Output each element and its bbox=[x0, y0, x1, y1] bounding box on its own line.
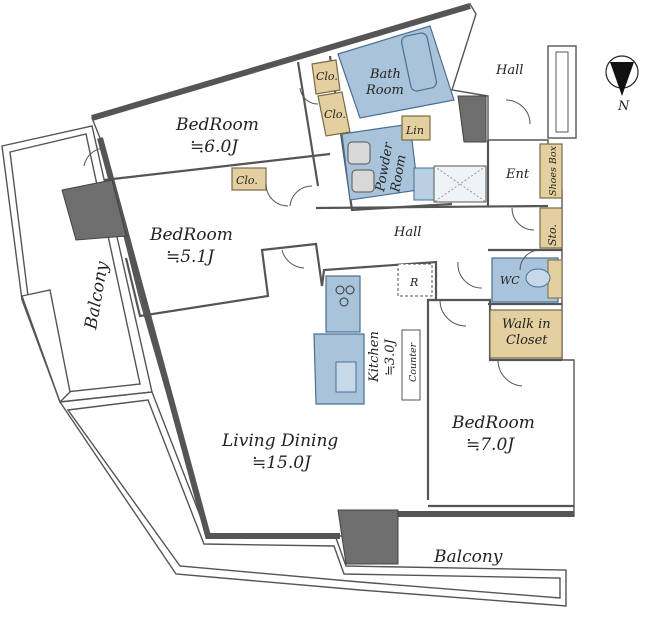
walk-in-closet-line1: Walk in bbox=[502, 317, 551, 332]
bedroom-3-size: ≒7.0J bbox=[466, 435, 515, 455]
hall-north-label: Hall bbox=[495, 63, 523, 78]
bedroom-1-name: BedRoom bbox=[175, 115, 259, 135]
shoes-box-label: Shoes Box bbox=[548, 145, 559, 196]
entrance-floor bbox=[433, 165, 487, 203]
doors bbox=[83, 87, 541, 387]
bedroom-1-size: ≒6.0J bbox=[190, 137, 239, 157]
fridge-label: R bbox=[409, 276, 418, 289]
east-storage bbox=[547, 45, 577, 139]
bath-label-line2: Room bbox=[365, 83, 404, 98]
compass: N bbox=[605, 55, 639, 114]
closet-1-label: Clo. bbox=[316, 70, 338, 83]
kitchen-name: Kitchen bbox=[367, 331, 382, 383]
hall-center-label: Hall bbox=[393, 225, 421, 240]
pillars bbox=[61, 95, 487, 565]
compass-north-label: N bbox=[617, 99, 630, 114]
powder-label-line2: Room bbox=[388, 154, 410, 195]
walk-in-closet-line2: Closet bbox=[506, 333, 548, 348]
living-dining-name: Living Dining bbox=[221, 431, 338, 451]
bedroom-2-size: ≒5.1J bbox=[166, 247, 215, 267]
closet-3-label: Clo. bbox=[236, 174, 258, 187]
bedroom-2-name: BedRoom bbox=[149, 225, 233, 245]
closet-2-label: Clo. bbox=[324, 108, 346, 121]
kitchen-counter bbox=[313, 263, 433, 405]
entrance-label: Ent bbox=[505, 167, 530, 182]
balcony-south-label: Balcony bbox=[433, 547, 503, 567]
storage-label: Sto. bbox=[546, 224, 559, 246]
wc-fixtures bbox=[491, 257, 563, 303]
bath-label-line1: Bath bbox=[369, 67, 401, 82]
linen-label: Lin bbox=[405, 124, 424, 137]
balcony-south-area bbox=[58, 391, 567, 607]
bedroom-3-name: BedRoom bbox=[451, 413, 535, 433]
closets bbox=[231, 59, 563, 359]
living-dining-size: ≒15.0J bbox=[252, 453, 312, 473]
kitchen-size: ≒3.0J bbox=[383, 338, 398, 376]
counter-label: Counter bbox=[408, 341, 419, 382]
wc-label: WC bbox=[500, 274, 520, 287]
balcony-west-area bbox=[1, 125, 153, 404]
